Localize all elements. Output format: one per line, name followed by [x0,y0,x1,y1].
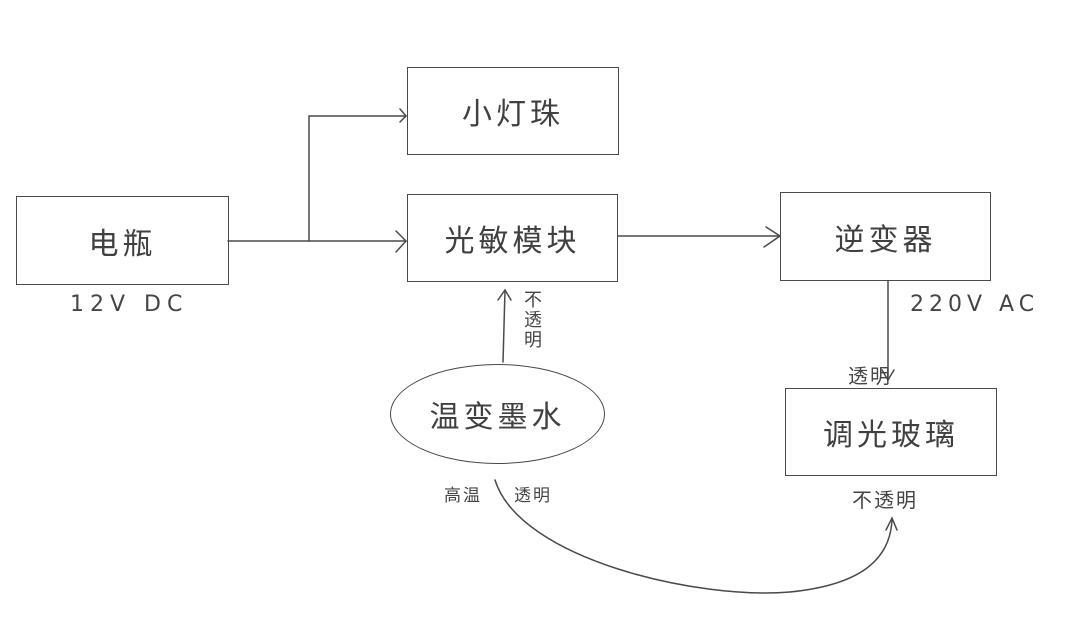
led-label: 小灯珠 [462,97,564,132]
thermo-ink-label: 温变墨水 [429,400,566,435]
photosensor-node: 光敏模块 [407,194,618,282]
smart-glass-label: 调光玻璃 [823,418,959,453]
battery-label: 电瓶 [88,226,157,262]
ink-transparent-label: 透明 [514,486,552,506]
inverter-label: 逆变器 [834,222,937,258]
led-node: 小灯珠 [407,67,619,155]
edge-battery-led [308,115,407,242]
ink-high-temp-label: 高温 [444,486,482,506]
inverter-node: 逆变器 [780,192,991,281]
arrowhead-glass [881,369,895,382]
thermo-ink-node: 温变墨水 [390,364,605,464]
inverter-voltage-label: 220V AC [910,292,1040,317]
glass-opaque-label: 不透明 [852,488,918,512]
edge-ink-photosensor [502,289,506,363]
photosensor-label: 光敏模块 [444,224,581,259]
glass-transparent-label: 透明 [848,364,892,388]
smart-glass-node: 调光玻璃 [785,388,997,476]
arrowhead-glass-bottom [885,516,898,531]
edge-ink-glass [494,479,893,594]
arrowhead-photosensor-up [497,288,512,301]
ink-opaque-label: 不透明 [521,290,542,350]
arrowhead-photosensor [395,230,408,253]
battery-node: 电瓶 [16,196,229,285]
arrowhead-inverter [763,226,782,248]
arrowhead-led [399,108,408,123]
battery-voltage-label: 12V DC [70,292,189,317]
